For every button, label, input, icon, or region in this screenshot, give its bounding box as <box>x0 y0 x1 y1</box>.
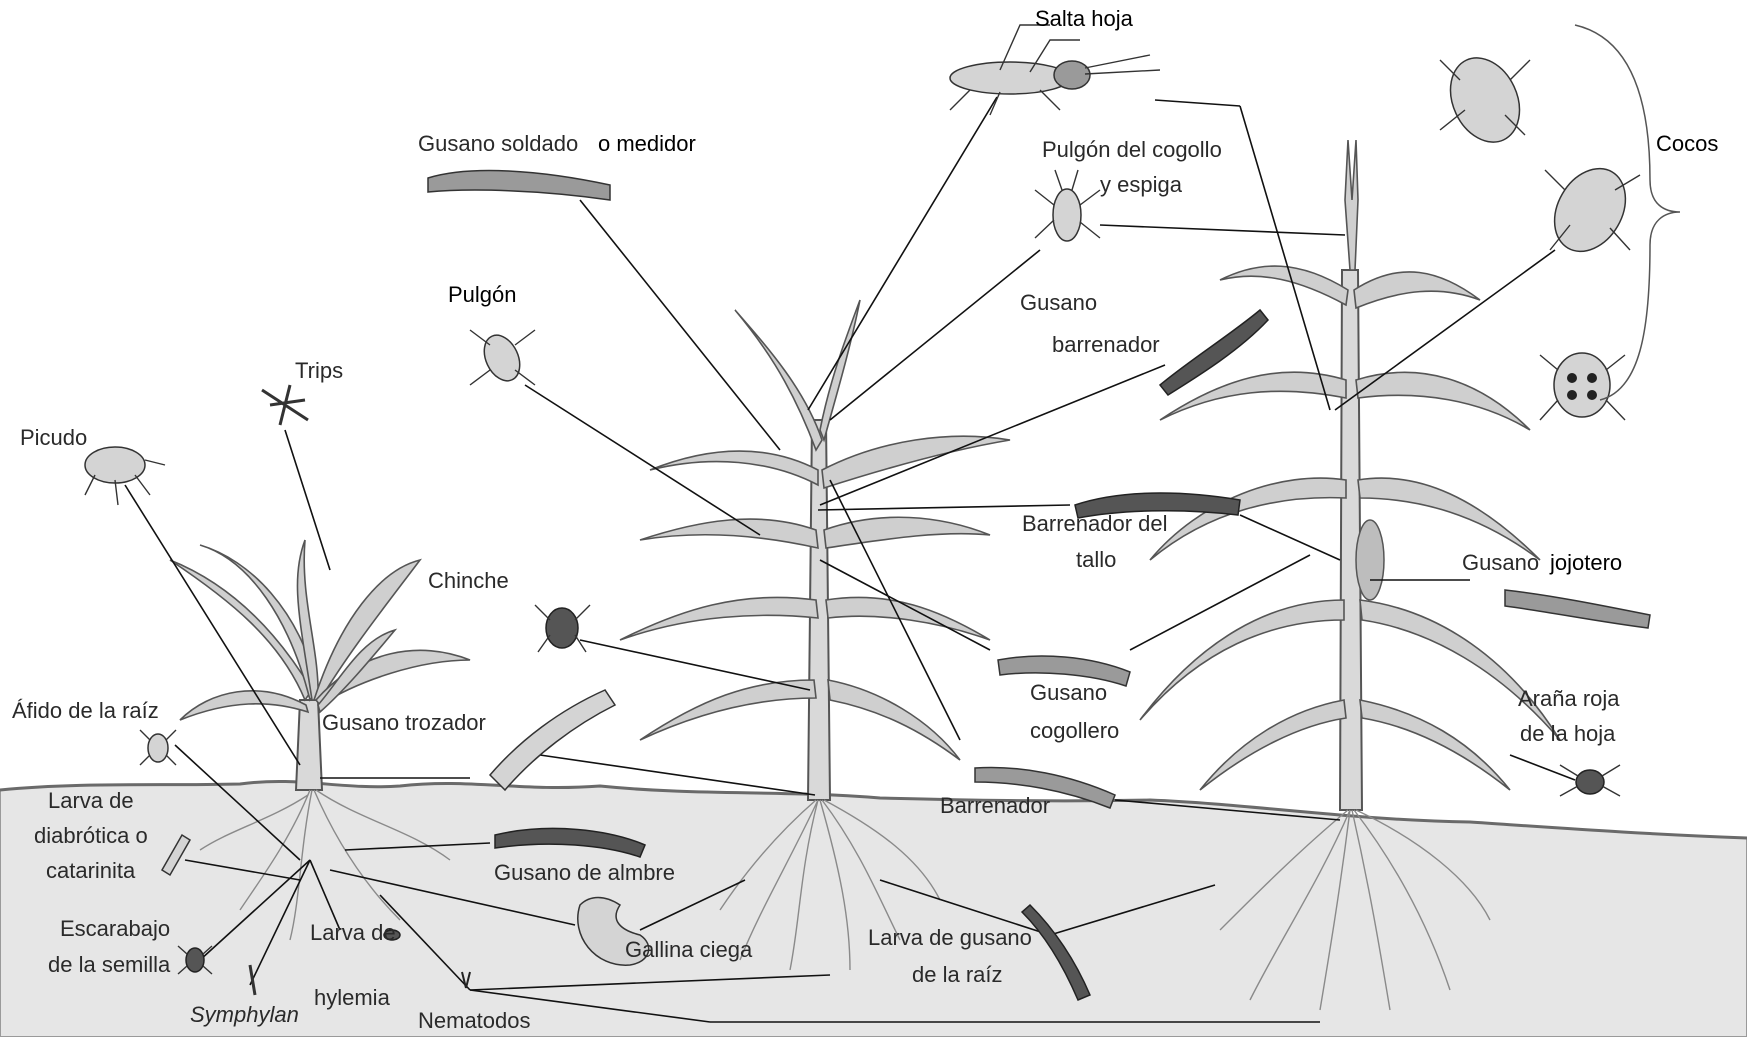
label-arana-roja-1: Araña roja <box>1518 686 1620 711</box>
label-chinche: Chinche <box>428 568 509 593</box>
label-larva-gusano-raiz-1: Larva de gusano <box>868 925 1032 950</box>
label-trips: Trips <box>295 358 343 383</box>
label-gusano-cogollero-1: Gusano <box>1030 680 1107 705</box>
label-barrenador-tallo-1: Barrenador del <box>1022 511 1168 536</box>
aphid-icon <box>140 730 176 765</box>
label-barrenador-tallo-2: tallo <box>1076 547 1116 572</box>
aphid-icon <box>470 329 535 386</box>
bug-icon <box>535 605 590 652</box>
label-gusano-barrenador-2: barrenador <box>1052 332 1160 357</box>
label-escarabajo-2: de la semilla <box>48 952 171 977</box>
label-larva-hylemia-1: Larva de <box>310 920 396 945</box>
label-cocos: Cocos <box>1656 131 1718 156</box>
thrips-icon <box>262 385 308 425</box>
label-gusano-jojotero-1: Gusano <box>1462 550 1539 575</box>
label-salta-hoja: Salta hoja <box>1035 6 1134 31</box>
caterpillar-icon <box>428 171 610 200</box>
grasshopper-icon <box>950 25 1160 115</box>
corn-plant-medium <box>620 300 1010 800</box>
label-gusano-alambre: Gusano de almbre <box>494 860 675 885</box>
label-escarabajo-1: Escarabajo <box>60 916 170 941</box>
label-larva-diabrotica-1: Larva de <box>48 788 134 813</box>
label-o-medidor: o medidor <box>598 131 696 156</box>
label-gusano-soldado: Gusano soldado <box>418 131 578 156</box>
label-pulgon-cogollo-1: Pulgón del cogollo <box>1042 137 1222 162</box>
label-pulgon-cogollo-2: y espiga <box>1100 172 1183 197</box>
label-picudo: Picudo <box>20 425 87 450</box>
label-gusano-jojotero-2: jojotero <box>1549 550 1622 575</box>
weevil-icon <box>85 447 165 505</box>
label-gusano-trozador: Gusano trozador <box>322 710 486 735</box>
beetle-icon <box>1437 47 1640 420</box>
mite-icon <box>1560 765 1620 796</box>
aphid-icon <box>1035 170 1100 241</box>
label-pulgon: Pulgón <box>448 282 517 307</box>
grub-icon <box>490 690 615 790</box>
label-barrenador: Barrenador <box>940 793 1050 818</box>
caterpillar-icon <box>1505 590 1650 628</box>
label-larva-gusano-raiz-2: de la raíz <box>912 962 1003 987</box>
label-arana-roja-2: de la hoja <box>1520 721 1616 746</box>
label-symphylan: Symphylan <box>190 1002 299 1027</box>
label-gusano-barrenador-1: Gusano <box>1020 290 1097 315</box>
label-afido-raiz: Áfido de la raíz <box>12 698 159 723</box>
label-nematodos: Nematodos <box>418 1008 531 1033</box>
label-gusano-cogollero-2: cogollero <box>1030 718 1119 743</box>
corn-plant-small <box>170 540 470 790</box>
corn-plant-tall <box>1140 140 1560 810</box>
label-larva-diabrotica-2: diabrótica o <box>34 823 148 848</box>
label-gallina-ciega: Gallina ciega <box>625 937 753 962</box>
label-larva-hylemia-2: hylemia <box>314 985 391 1010</box>
label-larva-diabrotica-3: catarinita <box>46 858 136 883</box>
